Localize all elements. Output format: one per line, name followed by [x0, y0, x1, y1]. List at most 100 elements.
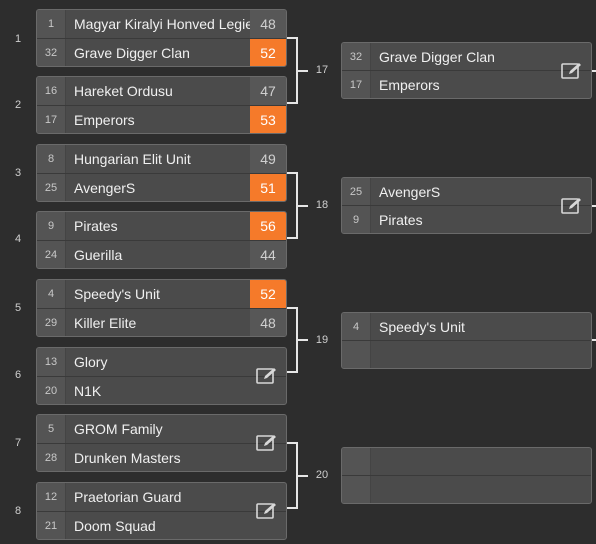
seed: 17 [342, 71, 371, 98]
seed: 25 [342, 178, 371, 205]
match-number-7: 7 [14, 437, 22, 449]
round2-match-number-19: 19 [315, 334, 329, 346]
match-number-8: 8 [14, 505, 22, 517]
match-2[interactable]: 16 Hareket Ordusu 47 17 Emperors 53 [36, 76, 287, 134]
seed [342, 341, 371, 368]
match-number-2: 2 [14, 99, 22, 111]
team-row-bottom[interactable]: 24 Guerilla 44 [37, 240, 286, 268]
seed: 32 [37, 39, 66, 66]
team-row-bottom[interactable]: 32 Grave Digger Clan 52 [37, 38, 286, 66]
edit-pencil-icon[interactable] [561, 62, 583, 80]
team-row-top[interactable]: 1 Magyar Kiralyi Honved Legie 48 [37, 10, 286, 38]
team-name: Killer Elite [74, 315, 137, 331]
team-row-top[interactable]: 16 Hareket Ordusu 47 [37, 77, 286, 105]
team-name: Hungarian Elit Unit [74, 151, 191, 167]
team-row-bottom[interactable]: 17 Emperors 53 [37, 105, 286, 133]
bracket-connector-stub [592, 339, 596, 341]
match-number-3: 3 [14, 167, 22, 179]
bracket-connector-stub [298, 475, 308, 477]
bracket-connector-stub [298, 70, 308, 72]
seed: 13 [37, 348, 66, 376]
team-name: Glory [74, 354, 108, 370]
match-6[interactable]: 13 Glory 20 N1K [36, 347, 287, 405]
team-name: Doom Squad [74, 518, 156, 534]
match-number-5: 5 [14, 302, 22, 314]
score-winner: 56 [250, 212, 286, 240]
seed: 32 [342, 43, 371, 70]
team-name: GROM Family [74, 421, 163, 437]
team-name: Magyar Kiralyi Honved Legie [74, 16, 250, 32]
team-row-top[interactable]: 8 Hungarian Elit Unit 49 [37, 145, 286, 173]
edit-pencil-icon[interactable] [256, 367, 278, 385]
team-row-bottom[interactable]: 9 Pirates [342, 205, 591, 233]
team-name: Speedy's Unit [379, 318, 465, 335]
round2-match-number-20: 20 [315, 469, 329, 481]
bracket-connector [287, 442, 298, 509]
seed [342, 476, 371, 503]
team-name: AvengerS [74, 180, 136, 196]
match-18[interactable]: 25 AvengerS 9 Pirates [341, 177, 592, 234]
team-name: Emperors [74, 112, 135, 128]
match-7[interactable]: 5 GROM Family 28 Drunken Masters [36, 414, 287, 472]
team-row-top[interactable] [342, 448, 591, 475]
seed: 9 [342, 206, 371, 233]
score-winner: 51 [250, 174, 286, 201]
team-name: Praetorian Guard [74, 489, 182, 505]
seed: 25 [37, 174, 66, 201]
team-row-bottom[interactable]: 21 Doom Squad [37, 511, 286, 539]
seed: 29 [37, 309, 66, 336]
team-name: Pirates [379, 211, 423, 228]
match-3[interactable]: 8 Hungarian Elit Unit 49 25 AvengerS 51 [36, 144, 287, 202]
team-row-bottom[interactable] [342, 340, 591, 368]
score: 48 [250, 10, 286, 38]
edit-pencil-icon[interactable] [561, 197, 583, 215]
team-row-top[interactable]: 4 Speedy's Unit 52 [37, 280, 286, 308]
score: 49 [250, 145, 286, 173]
team-row-top[interactable]: 13 Glory [37, 348, 286, 376]
match-5[interactable]: 4 Speedy's Unit 52 29 Killer Elite 48 [36, 279, 287, 337]
team-row-bottom[interactable] [342, 475, 591, 503]
bracket-connector-stub [298, 339, 308, 341]
edit-pencil-icon[interactable] [256, 502, 278, 520]
match-number-6: 6 [14, 369, 22, 381]
bracket-connector [287, 172, 298, 239]
team-row-bottom[interactable]: 25 AvengerS 51 [37, 173, 286, 201]
seed: 24 [37, 241, 66, 268]
team-row-top[interactable]: 25 AvengerS [342, 178, 591, 205]
team-name: Drunken Masters [74, 450, 181, 466]
seed: 8 [37, 145, 66, 173]
team-name: AvengerS [379, 183, 441, 200]
match-19[interactable]: 4 Speedy's Unit [341, 312, 592, 369]
team-name: Pirates [74, 218, 118, 234]
seed: 5 [37, 415, 66, 443]
team-row-bottom[interactable]: 29 Killer Elite 48 [37, 308, 286, 336]
score: 44 [250, 241, 286, 268]
match-number-4: 4 [14, 233, 22, 245]
edit-pencil-icon[interactable] [256, 434, 278, 452]
bracket-connector-stub [592, 70, 596, 72]
team-row-top[interactable]: 4 Speedy's Unit [342, 313, 591, 340]
match-17[interactable]: 32 Grave Digger Clan 17 Emperors [341, 42, 592, 99]
team-row-top[interactable]: 32 Grave Digger Clan [342, 43, 591, 70]
team-row-top[interactable]: 12 Praetorian Guard [37, 483, 286, 511]
match-20[interactable] [341, 447, 592, 504]
team-row-top[interactable]: 5 GROM Family [37, 415, 286, 443]
seed: 1 [37, 10, 66, 38]
match-8[interactable]: 12 Praetorian Guard 21 Doom Squad [36, 482, 287, 540]
team-row-bottom[interactable]: 28 Drunken Masters [37, 443, 286, 471]
seed [342, 448, 371, 475]
match-1[interactable]: 1 Magyar Kiralyi Honved Legie 48 32 Grav… [36, 9, 287, 67]
score: 47 [250, 77, 286, 105]
match-4[interactable]: 9 Pirates 56 24 Guerilla 44 [36, 211, 287, 269]
team-row-top[interactable]: 9 Pirates 56 [37, 212, 286, 240]
seed: 9 [37, 212, 66, 240]
team-row-bottom[interactable]: 20 N1K [37, 376, 286, 404]
bracket-connector-stub [592, 205, 596, 207]
bracket-connector [287, 37, 298, 104]
round2-match-number-17: 17 [315, 64, 329, 76]
score-winner: 53 [250, 106, 286, 133]
bracket-connector [287, 307, 298, 373]
team-name: Speedy's Unit [74, 286, 160, 302]
team-row-bottom[interactable]: 17 Emperors [342, 70, 591, 98]
